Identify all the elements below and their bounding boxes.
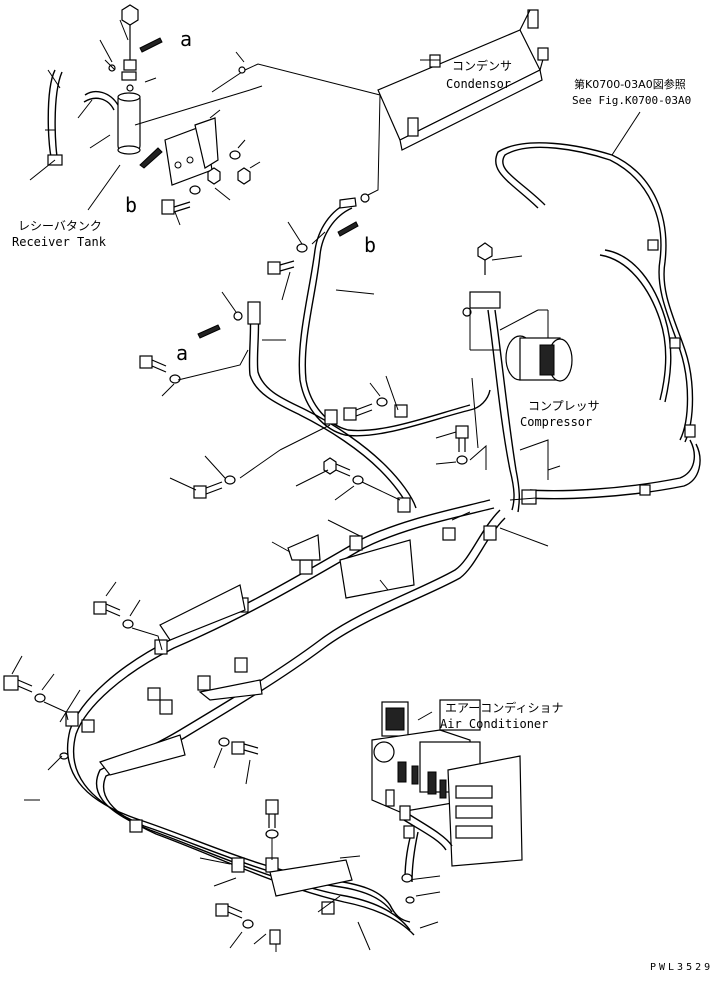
compressor-label-en: Compressor — [520, 415, 592, 429]
see-fig-label-en: See Fig.K0700-03A0 — [572, 94, 691, 107]
ref-b-mid: b — [364, 233, 376, 257]
compressor-label-jp: コンプレッサ — [528, 399, 600, 413]
condenser — [360, 9, 549, 203]
air-conditioner-unit — [371, 699, 523, 904]
arrow-b-icon — [337, 221, 359, 237]
ref-a-mid: a — [176, 341, 188, 365]
receiver-tank-assembly — [29, 4, 261, 226]
drawing-code: PWL3529 — [650, 962, 713, 973]
air-conditioner-label-jp: エアーコンディショナ — [445, 700, 563, 715]
fasteners — [3, 221, 561, 952]
ref-a-top: a — [180, 27, 192, 51]
see-fig-hose — [495, 111, 696, 443]
ref-b-left: b — [125, 193, 137, 217]
receiver-tank-label-jp: レシーバタンク — [18, 219, 102, 233]
condenser-label-jp: コンデンサ — [452, 58, 512, 73]
receiver-tank-label-en: Receiver Tank — [12, 235, 107, 249]
see-fig-label-jp: 第K0700-03A0図参照 — [574, 77, 686, 91]
compressor — [462, 242, 573, 513]
air-conditioner-label-en: Air Conditioner — [440, 717, 548, 731]
leader-condenser-link — [244, 63, 381, 96]
condenser-label-en: Condensor — [446, 77, 511, 91]
